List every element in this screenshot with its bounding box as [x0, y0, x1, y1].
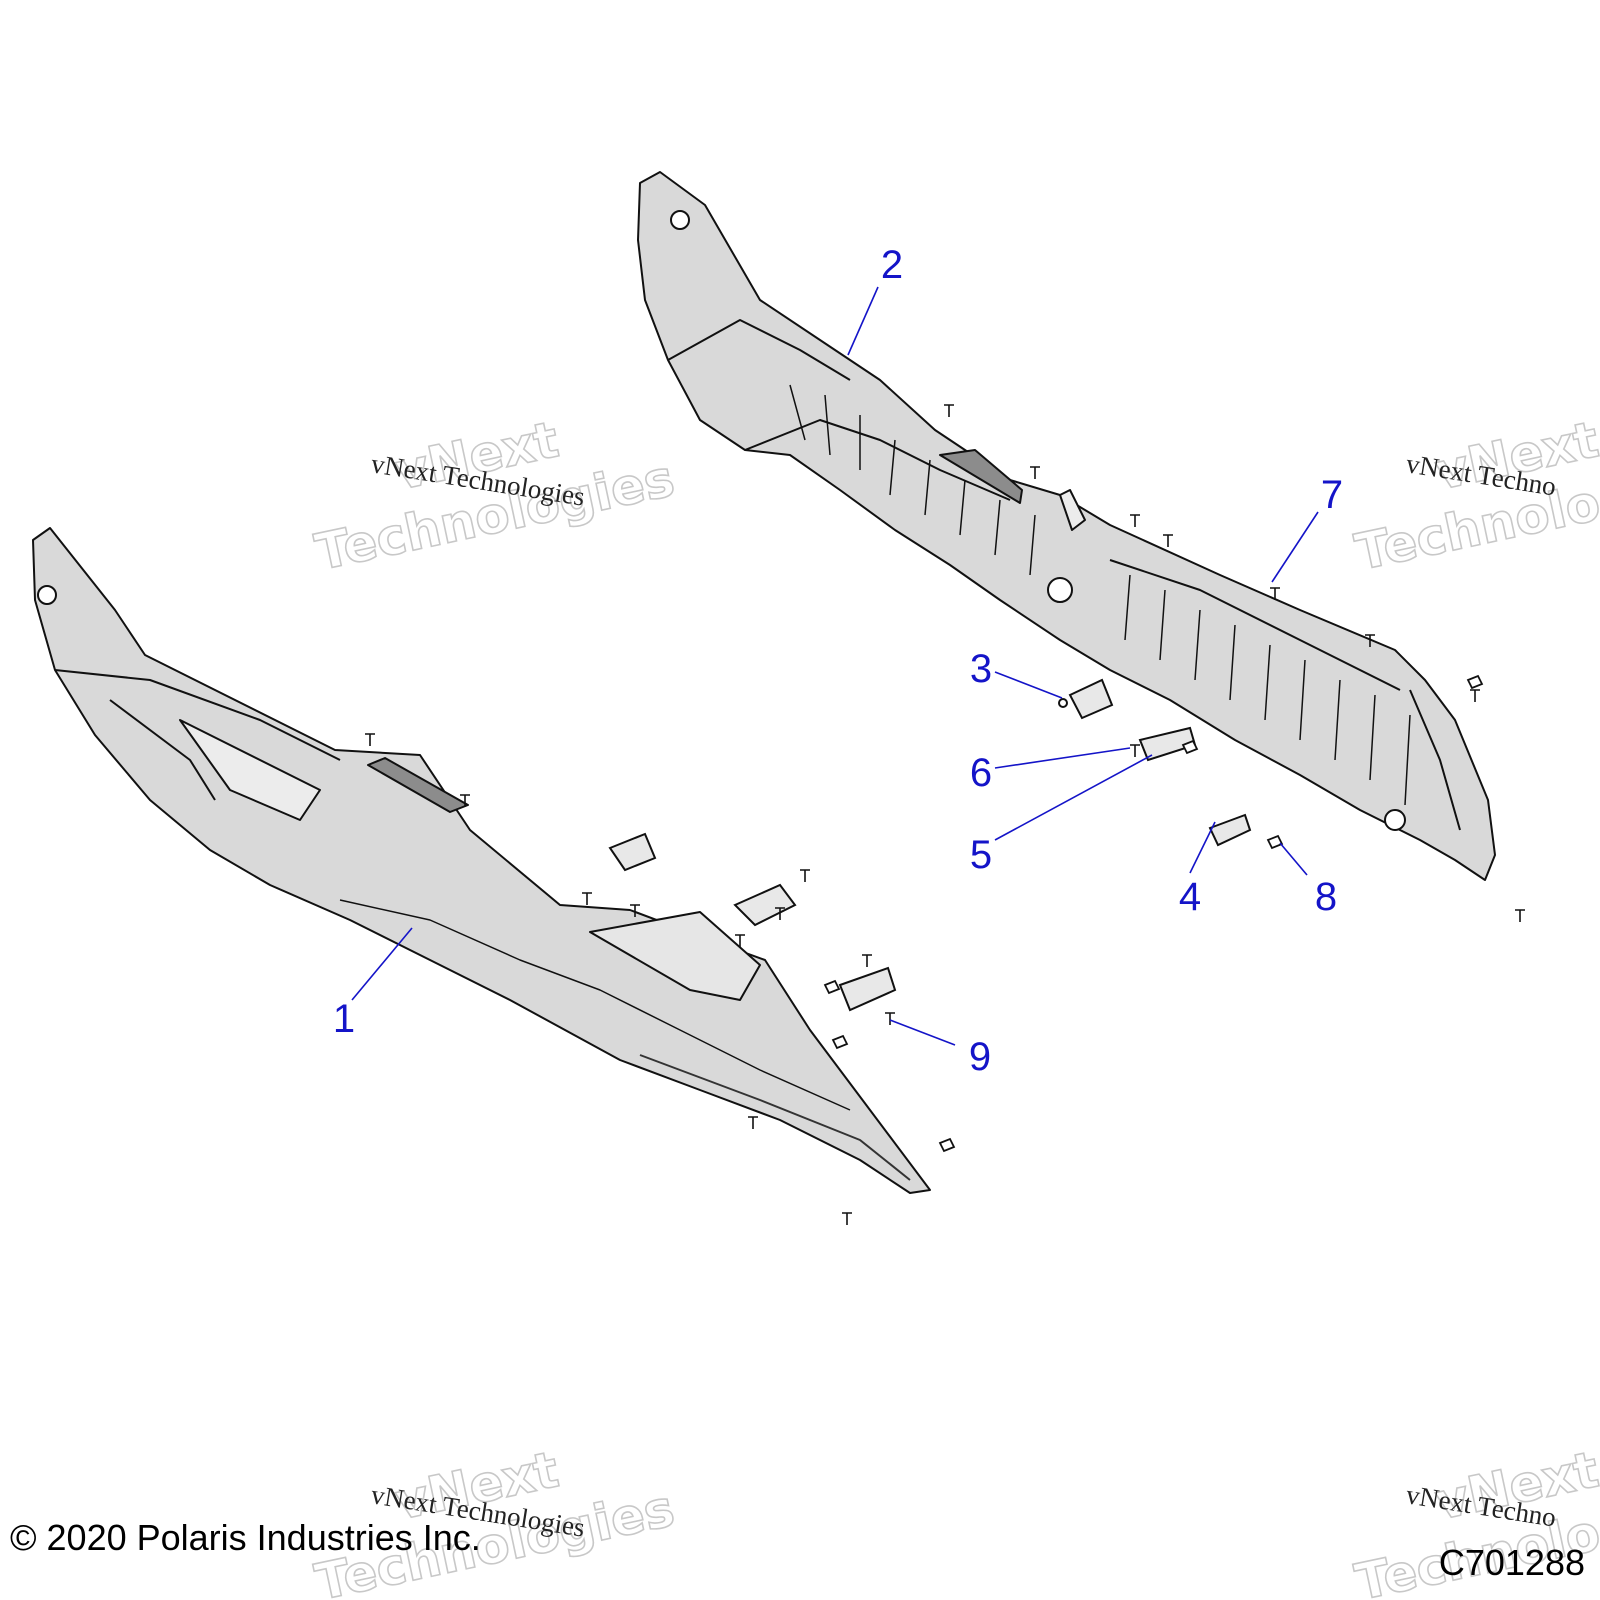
copyright-notice: © 2020 Polaris Industries Inc. — [10, 1517, 481, 1558]
callout-2[interactable]: 2 — [881, 243, 903, 287]
watermark-upper-right: vNext Technologies vNext Techno — [1350, 410, 1600, 583]
lower-bracket-a[interactable] — [608, 832, 897, 1012]
callout-labels: 1 2 3 4 5 6 7 8 9 — [333, 243, 1343, 1079]
watermark-lower-left: vNext Technologies vNext Technologies — [310, 1440, 680, 1600]
part-3-bracket[interactable] — [1058, 678, 1114, 720]
callout-5[interactable]: 5 — [970, 833, 992, 877]
part-2-upper-panel[interactable] — [637, 171, 1496, 881]
callout-4[interactable]: 4 — [1179, 875, 1201, 919]
leader-lines — [351, 286, 1319, 1046]
part-1-lower-panel[interactable] — [32, 527, 931, 1194]
callout-1[interactable]: 1 — [333, 997, 355, 1041]
callout-8[interactable]: 8 — [1315, 875, 1337, 919]
watermark-upper-left: vNext Technologies vNext Technologies — [310, 410, 680, 583]
callout-9[interactable]: 9 — [969, 1035, 991, 1079]
callout-3[interactable]: 3 — [970, 647, 992, 691]
figure-id: C701288 — [1439, 1542, 1585, 1583]
screws[interactable] — [365, 404, 1525, 1225]
part-4-bracket[interactable] — [1208, 813, 1252, 847]
clip-nuts[interactable] — [823, 674, 1484, 1153]
callout-7[interactable]: 7 — [1321, 473, 1343, 517]
callout-6[interactable]: 6 — [970, 751, 992, 795]
